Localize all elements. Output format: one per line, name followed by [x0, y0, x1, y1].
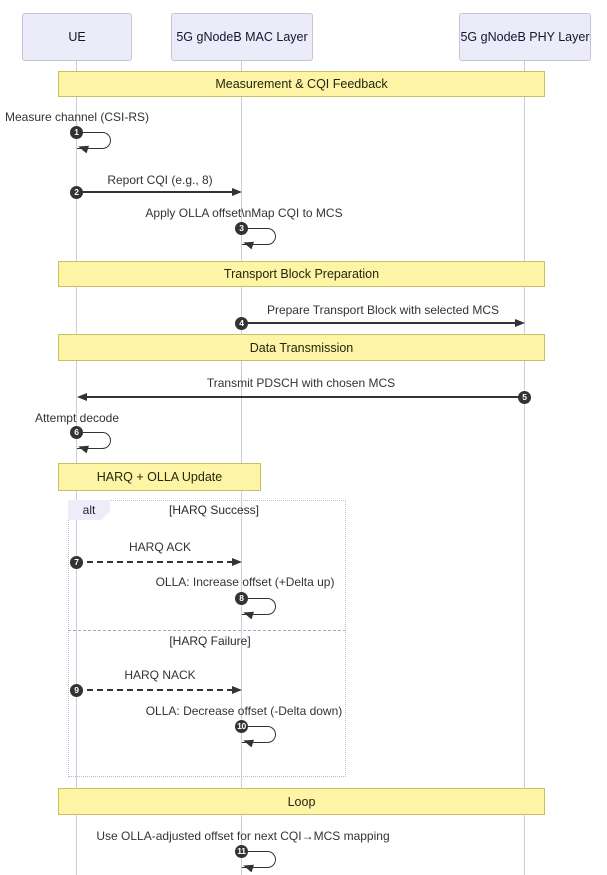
message-5-arrow	[86, 396, 524, 398]
message-6-self-arrow	[77, 432, 111, 449]
message-5-number-badge: 5	[518, 391, 531, 404]
section-banner-measurement-label: Measurement & CQI Feedback	[215, 77, 388, 91]
message-6-label: Attempt decode	[34, 411, 120, 425]
message-5-arrowhead-icon	[77, 393, 87, 401]
message-4-number-badge: 4	[235, 317, 248, 330]
message-1-label: Measure channel (CSI-RS)	[4, 110, 150, 124]
alt-tab-label: alt	[82, 503, 96, 517]
message-4-arrow	[242, 322, 515, 324]
message-11-number-badge: 11	[235, 845, 248, 858]
section-banner-data-transmission-label: Data Transmission	[249, 340, 354, 355]
message-2-number-badge: 2	[70, 186, 83, 199]
message-7-label: HARQ ACK	[128, 540, 192, 554]
message-5-label: Transmit PDSCH with chosen MCS	[206, 376, 396, 390]
message-9-arrowhead-icon	[232, 686, 242, 694]
message-7-arrow	[77, 561, 233, 563]
message-6-number-badge: 6	[70, 426, 83, 439]
message-2-arrowhead-icon	[232, 188, 242, 196]
actor-phy-layer: 5G gNodeB PHY Layer	[459, 13, 591, 61]
message-9-label: HARQ NACK	[124, 668, 196, 682]
message-7-arrowhead-icon	[232, 558, 242, 566]
message-4-label: Prepare Transport Block with selected MC…	[266, 303, 500, 317]
message-11-self-arrow	[242, 851, 276, 868]
actor-phy-label: 5G gNodeB PHY Layer	[460, 30, 590, 44]
message-2-arrow	[77, 191, 233, 193]
message-10-number-badge: 10	[235, 720, 248, 733]
alt-tab: alt	[68, 500, 110, 520]
message-10-label: OLLA: Decrease offset (-Delta down)	[145, 704, 343, 718]
actor-ue-label: UE	[68, 30, 86, 44]
actor-ue: UE	[22, 13, 132, 61]
section-banner-harq-olla-label: HARQ + OLLA Update	[96, 470, 223, 484]
section-banner-loop-label: Loop	[287, 794, 316, 809]
message-10-self-arrow	[242, 726, 276, 743]
actor-mac-label: 5G gNodeB MAC Layer	[176, 30, 308, 44]
message-3-label: Apply OLLA offset\nMap CQI to MCS	[145, 206, 343, 220]
message-3-number-badge: 3	[235, 222, 248, 235]
section-banner-transport-block: Transport Block Preparation	[58, 261, 545, 287]
message-4-arrowhead-icon	[515, 319, 525, 327]
message-1-self-arrow	[77, 132, 111, 149]
alt-divider	[68, 630, 346, 631]
message-11-label: Use OLLA-adjusted offset for next CQI→MC…	[96, 829, 390, 843]
message-3-arrowhead-icon	[242, 238, 254, 250]
alt-fragment	[68, 500, 346, 777]
message-11-arrowhead-icon	[242, 861, 254, 873]
message-1-arrowhead-icon	[77, 142, 89, 154]
section-banner-transport-block-label: Transport Block Preparation	[223, 267, 380, 281]
actor-mac-layer: 5G gNodeB MAC Layer	[171, 13, 313, 61]
message-7-number-badge: 7	[70, 556, 83, 569]
message-8-label: OLLA: Increase offset (+Delta up)	[155, 575, 335, 589]
message-9-arrow	[77, 689, 233, 691]
message-8-self-arrow	[242, 598, 276, 615]
section-banner-measurement: Measurement & CQI Feedback	[58, 71, 545, 97]
message-3-self-arrow	[242, 228, 276, 245]
message-6-arrowhead-icon	[77, 442, 89, 454]
alt-success-label: [HARQ Success]	[168, 503, 260, 517]
section-banner-harq-olla: HARQ + OLLA Update	[58, 463, 261, 491]
lifeline-phy	[524, 61, 525, 875]
message-8-number-badge: 8	[235, 592, 248, 605]
message-9-number-badge: 9	[70, 684, 83, 697]
message-2-label: Report CQI (e.g., 8)	[107, 173, 213, 187]
message-1-number-badge: 1	[70, 126, 83, 139]
section-banner-loop: Loop	[58, 788, 545, 815]
section-banner-data-transmission: Data Transmission	[58, 334, 545, 361]
alt-failure-label: [HARQ Failure]	[169, 634, 251, 648]
